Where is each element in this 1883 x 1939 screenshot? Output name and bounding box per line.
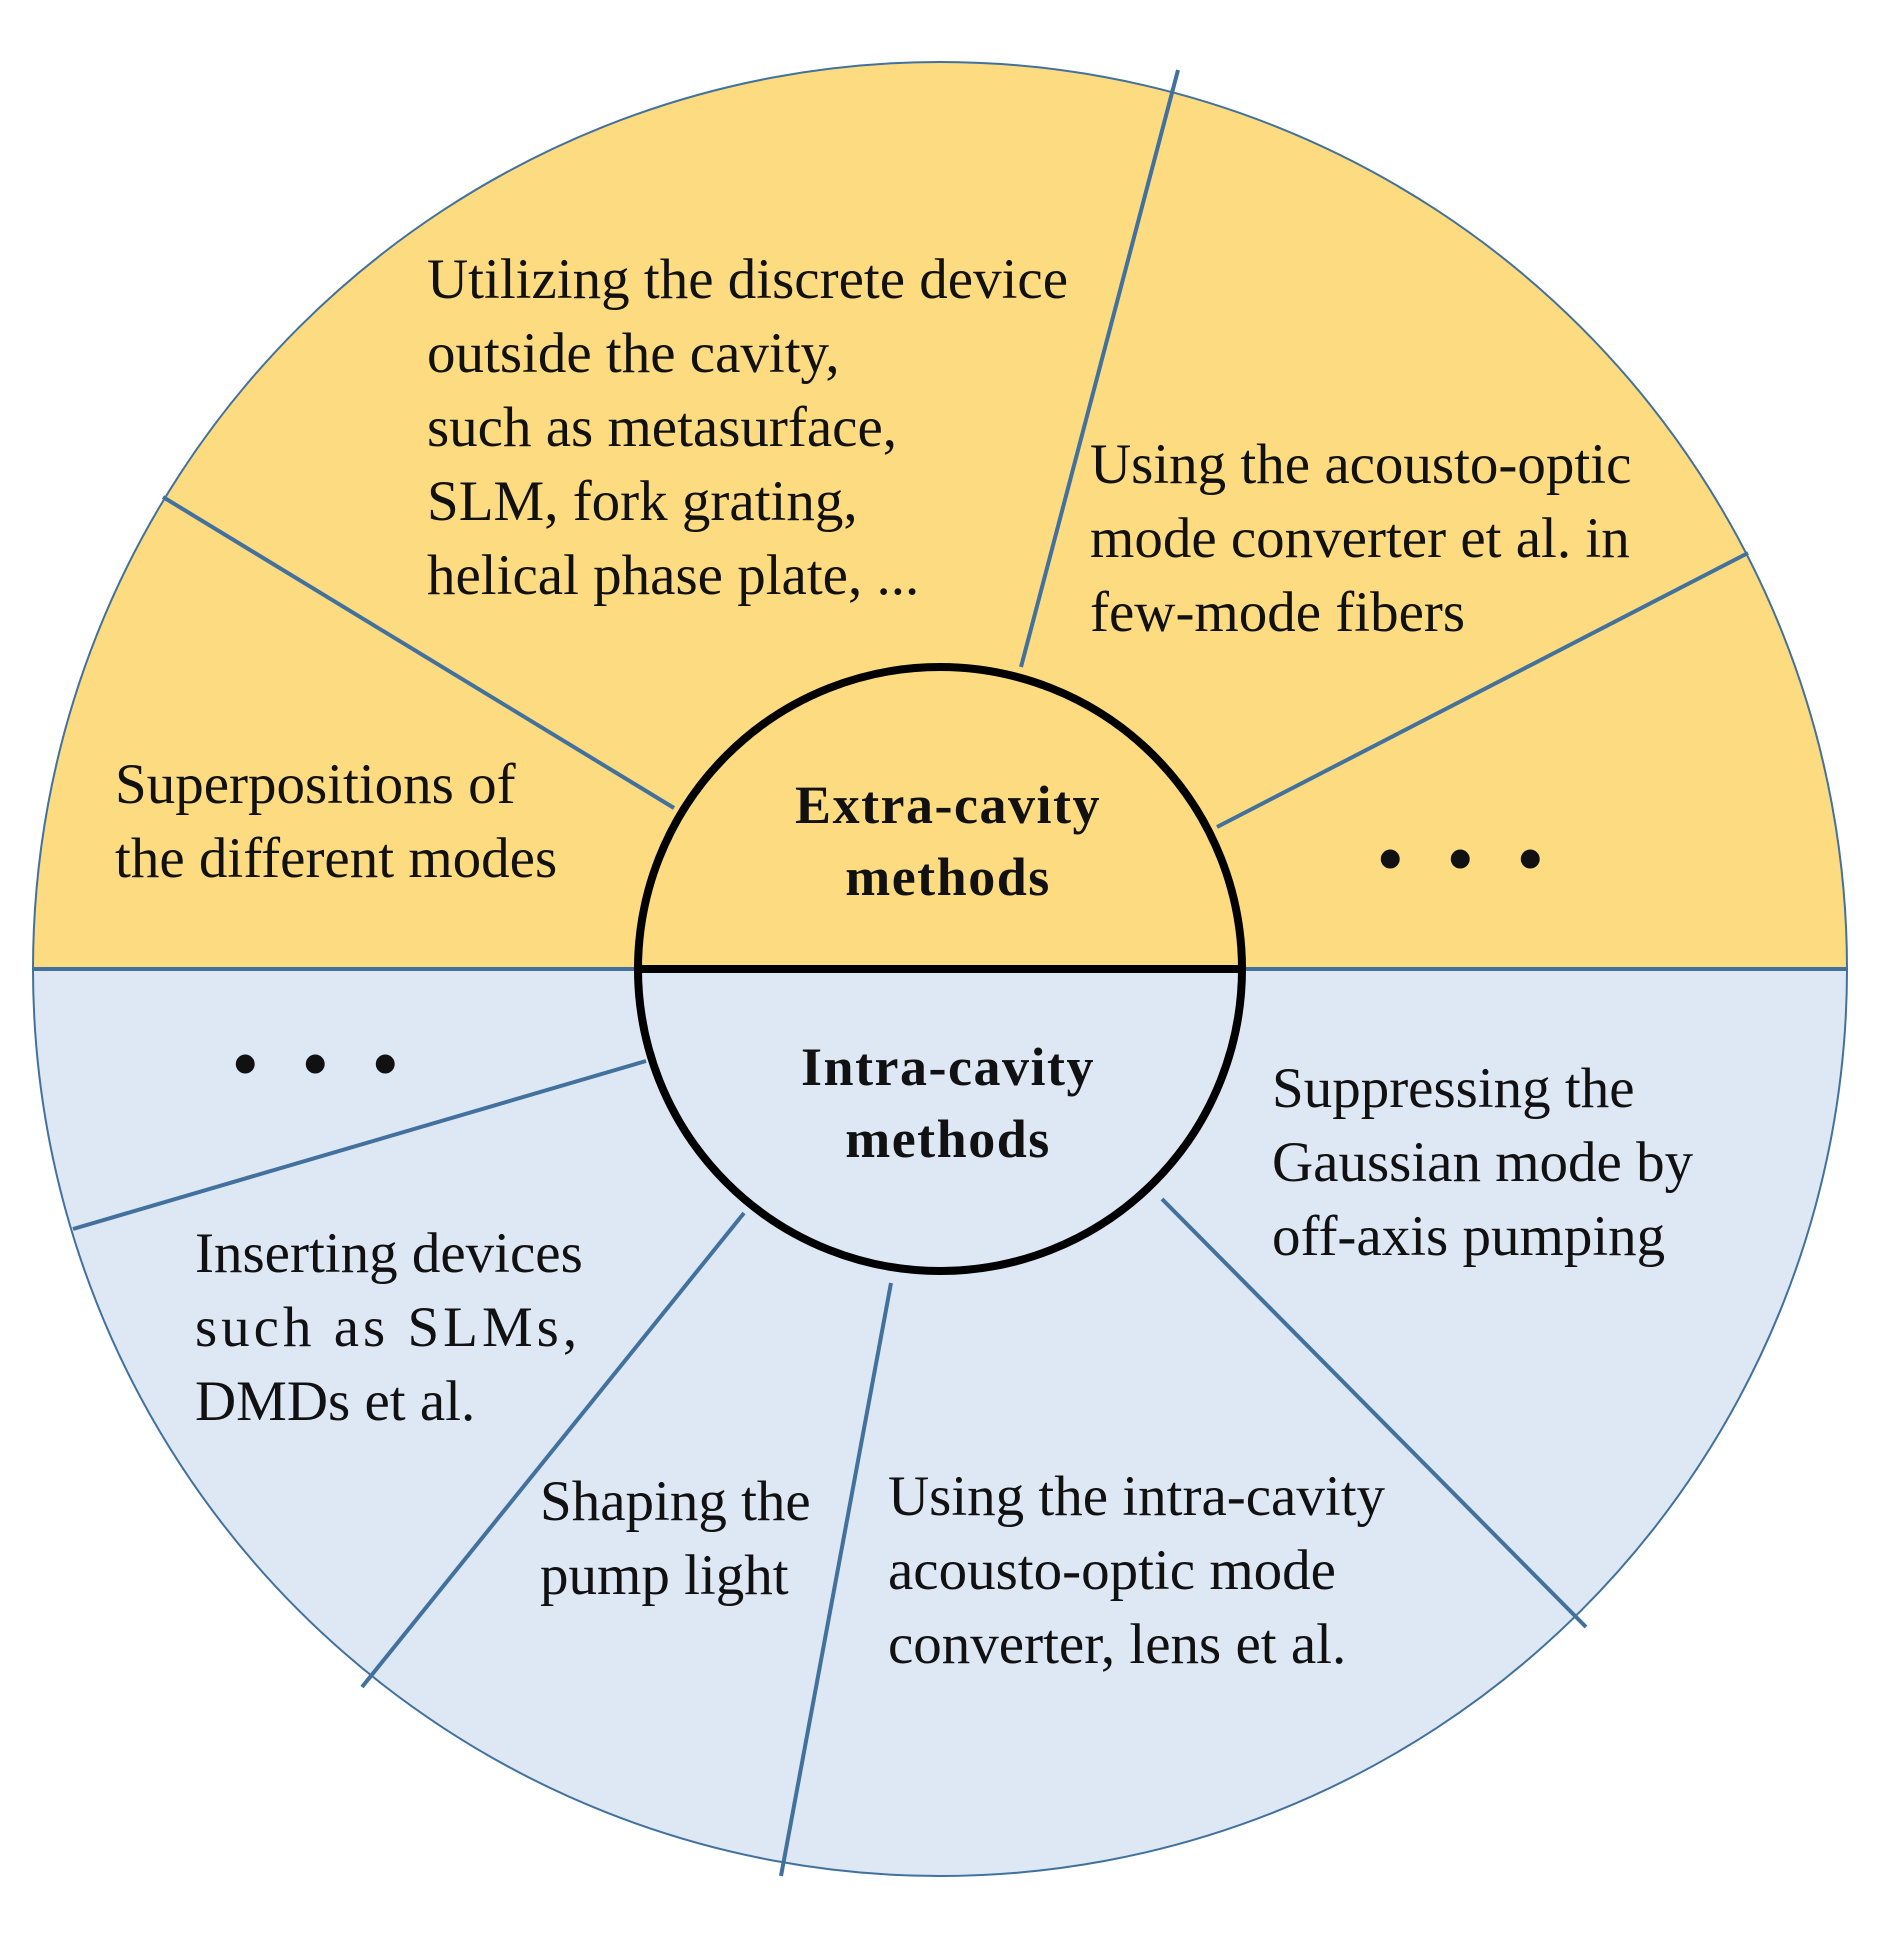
segment-intra-acousto-optic-line1: Using the intra-cavity [888, 1465, 1386, 1528]
center-circle [634, 663, 1246, 1275]
segment-shaping-pump-line1: Shaping the [540, 1470, 811, 1533]
segment-discrete-device-line3: such as metasurface, [427, 396, 897, 459]
center-extra-half [638, 667, 1242, 969]
segment-shaping-pump-line2: pump light [540, 1544, 789, 1607]
divider-extra-upper-left [161, 495, 676, 810]
intra-cavity-half [33, 969, 1847, 1876]
segment-superpositions: Superpositions of the different modes [115, 753, 557, 890]
segment-acousto-optic-fiber-line2: mode converter et al. in [1090, 507, 1630, 570]
intra-cavity-label-line2: methods [845, 1109, 1051, 1169]
segment-acousto-optic-fiber-line3: few-mode fibers [1090, 581, 1465, 644]
segment-superpositions-line2: the different modes [115, 827, 557, 890]
extra-cavity-label-line1: Extra-cavity [795, 775, 1101, 835]
segment-shaping-pump: Shaping the pump light [540, 1470, 811, 1607]
segment-suppressing-gaussian-line1: Suppressing the [1272, 1057, 1635, 1120]
segment-discrete-device-line2: outside the cavity, [427, 322, 840, 385]
divider-intra-lower-left [360, 1211, 746, 1689]
divider-intra-left [72, 1059, 647, 1231]
segment-suppressing-gaussian-line2: Gaussian mode by [1272, 1131, 1694, 1194]
segment-discrete-device: Utilizing the discrete device outside th… [427, 248, 1068, 607]
extra-cavity-label-line2: methods [845, 847, 1051, 907]
segment-inserting-devices: Inserting devices such as SLMs, DMDs et … [195, 1222, 583, 1433]
segment-suppressing-gaussian: Suppressing the Gaussian mode by off-axi… [1272, 1057, 1694, 1268]
segment-inserting-devices-line1: Inserting devices [195, 1222, 583, 1285]
intra-cavity-label-line1: Intra-cavity [801, 1037, 1095, 1097]
segment-inserting-devices-line2: such as SLMs, [195, 1296, 581, 1359]
segment-intra-acousto-optic: Using the intra-cavity acousto-optic mod… [888, 1465, 1386, 1676]
segment-intra-acousto-optic-line3: converter, lens et al. [888, 1613, 1346, 1676]
segment-suppressing-gaussian-line3: off-axis pumping [1272, 1205, 1665, 1268]
segment-acousto-optic-fiber-line1: Using the acousto-optic [1090, 433, 1631, 496]
extra-cavity-half [33, 62, 1847, 969]
segment-acousto-optic-fiber: Using the acousto-optic mode converter e… [1090, 433, 1631, 644]
divider-intra-bottom [779, 1282, 893, 1877]
segment-discrete-device-line5: helical phase plate, ... [427, 544, 919, 607]
intra-segment-more-ellipsis: • • • [233, 1026, 412, 1103]
segment-intra-acousto-optic-line2: acousto-optic mode [888, 1539, 1336, 1602]
divider-extra-right [1216, 551, 1749, 829]
segment-discrete-device-line1: Utilizing the discrete device [427, 248, 1068, 311]
segment-superpositions-line1: Superpositions of [115, 753, 516, 816]
segment-discrete-device-line4: SLM, fork grating, [427, 470, 858, 533]
extra-segment-more-ellipsis: • • • [1378, 821, 1557, 898]
segment-inserting-devices-line3: DMDs et al. [195, 1370, 475, 1433]
center-intra-half [638, 969, 1242, 1271]
divider-extra-top [1019, 69, 1180, 668]
outer-ring [32, 61, 1848, 1877]
divider-intra-right [1160, 1197, 1588, 1629]
